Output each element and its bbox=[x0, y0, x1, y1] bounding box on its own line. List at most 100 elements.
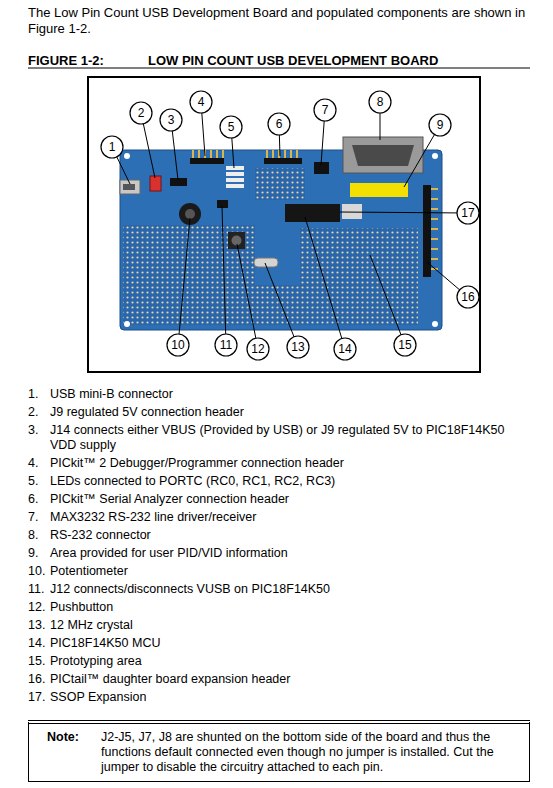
item-number: 10. bbox=[28, 564, 50, 579]
item-text: RS-232 connector bbox=[50, 528, 533, 543]
list-item: 14.PIC18F14K50 MCU bbox=[28, 636, 533, 651]
usb-connector bbox=[120, 180, 140, 194]
callout-circle: 7 bbox=[313, 98, 337, 122]
figure-frame bbox=[88, 77, 480, 372]
callout-number: 11 bbox=[214, 333, 238, 357]
leader-lines bbox=[237, 244, 258, 349]
callout-outline bbox=[130, 102, 152, 124]
potentiometer bbox=[185, 209, 195, 219]
figure-title: LOW PIN COUNT USB DEVELOPMENT BOARD bbox=[148, 53, 438, 68]
list-item: 3.J14 connects either VBUS (Provided by … bbox=[28, 423, 533, 453]
callout-number: 15 bbox=[393, 333, 417, 357]
serial-analyzer-header bbox=[296, 150, 298, 158]
list-item: 1.USB mini-B connector bbox=[28, 387, 533, 402]
serial-analyzer-header bbox=[284, 150, 286, 158]
led-array bbox=[226, 166, 244, 170]
callout-number: 1 bbox=[100, 135, 124, 159]
callout-outline bbox=[314, 99, 336, 121]
callout-outline bbox=[457, 286, 479, 308]
callout-number: 3 bbox=[159, 108, 183, 132]
list-item: 6.PICkit™ Serial Analyzer connection hea… bbox=[28, 492, 533, 507]
leader-lines bbox=[340, 212, 468, 213]
pushbutton bbox=[232, 236, 242, 246]
pcb-board bbox=[432, 321, 438, 327]
callout-circle: 14 bbox=[333, 337, 357, 361]
item-text: USB mini-B connector bbox=[50, 387, 533, 402]
item-text: Potentiometer bbox=[50, 564, 533, 579]
mcu-chip bbox=[285, 204, 340, 222]
item-text: Pushbutton bbox=[50, 600, 533, 615]
leader-lines bbox=[222, 206, 226, 345]
callout-number: 13 bbox=[286, 335, 310, 359]
item-text: Prototyping area bbox=[50, 654, 533, 669]
item-number: 14. bbox=[28, 636, 50, 651]
pictail-header bbox=[431, 228, 438, 230]
pictail-header bbox=[431, 188, 438, 190]
list-item: 13.12 MHz crystal bbox=[28, 618, 533, 633]
callout-circle: 10 bbox=[166, 333, 190, 357]
led-array bbox=[226, 184, 244, 188]
callout-circle: 17 bbox=[456, 201, 480, 225]
item-number: 13. bbox=[28, 618, 50, 633]
callout-number: 17 bbox=[456, 201, 480, 225]
pickit2-header bbox=[216, 150, 218, 158]
list-item: 10.Potentiometer bbox=[28, 564, 533, 579]
callout-outline bbox=[160, 109, 182, 131]
callout-outline bbox=[190, 91, 212, 113]
callout-circle: 15 bbox=[393, 333, 417, 357]
item-number: 2. bbox=[28, 405, 50, 420]
pcb-board bbox=[124, 321, 130, 327]
callout-number: 9 bbox=[428, 113, 452, 137]
item-number: 12. bbox=[28, 600, 50, 615]
item-number: 11. bbox=[28, 582, 50, 597]
figure-frame bbox=[88, 77, 480, 372]
callout-outline bbox=[220, 116, 242, 138]
led-array bbox=[226, 166, 244, 188]
figure-number: FIGURE 1-2: bbox=[28, 53, 138, 69]
pickit2-header bbox=[190, 158, 224, 164]
callout-number: 12 bbox=[246, 337, 270, 361]
callout-number: 16 bbox=[456, 285, 480, 309]
item-text: Area provided for user PID/VID informati… bbox=[50, 546, 533, 561]
j9-header bbox=[150, 176, 161, 191]
pickit2-header bbox=[198, 150, 200, 158]
item-number: 1. bbox=[28, 387, 50, 402]
callout-circle: 8 bbox=[368, 90, 392, 114]
list-item: 11.J12 connects/disconnects VUSB on PIC1… bbox=[28, 582, 533, 597]
intro-text: The Low Pin Count USB Development Board … bbox=[28, 5, 533, 37]
leader-lines bbox=[305, 217, 345, 349]
callout-outline bbox=[429, 114, 451, 136]
callout-circle: 9 bbox=[428, 113, 452, 137]
callout-number: 10 bbox=[166, 333, 190, 357]
callout-number: 5 bbox=[219, 115, 243, 139]
serial-analyzer-header bbox=[266, 150, 268, 158]
callout-circle: 13 bbox=[286, 335, 310, 359]
component-list: 1.USB mini-B connector2.J9 regulated 5V … bbox=[28, 387, 533, 708]
note-box: Note:J2-J5, J7, J8 are shunted on the bo… bbox=[28, 720, 530, 782]
db9-connector bbox=[343, 137, 423, 173]
pictail-header bbox=[431, 248, 438, 250]
list-item: 12.Pushbutton bbox=[28, 600, 533, 615]
item-text: PIC18F14K50 MCU bbox=[50, 636, 533, 651]
item-text: J14 connects either VBUS (Provided by US… bbox=[50, 423, 533, 453]
callout-outline bbox=[334, 338, 356, 360]
callout-circle: 1 bbox=[100, 135, 124, 159]
pcb-board bbox=[255, 168, 305, 200]
pcb-board bbox=[123, 225, 255, 325]
pictail-header bbox=[423, 185, 431, 277]
item-text: SSOP Expansion bbox=[50, 690, 533, 705]
list-item: 9.Area provided for user PID/VID informa… bbox=[28, 546, 533, 561]
note-heading: Note: bbox=[47, 730, 79, 745]
item-number: 4. bbox=[28, 456, 50, 471]
pictail-header bbox=[431, 208, 438, 210]
leader-lines bbox=[265, 263, 298, 347]
pickit2-header bbox=[222, 150, 224, 158]
pushbutton bbox=[228, 232, 245, 249]
callout-circle: 11 bbox=[214, 333, 238, 357]
pcb-board bbox=[432, 153, 438, 159]
j14-jumper bbox=[170, 178, 187, 186]
item-number: 3. bbox=[28, 423, 50, 453]
callout-number: 8 bbox=[368, 90, 392, 114]
callout-outline bbox=[101, 136, 123, 158]
